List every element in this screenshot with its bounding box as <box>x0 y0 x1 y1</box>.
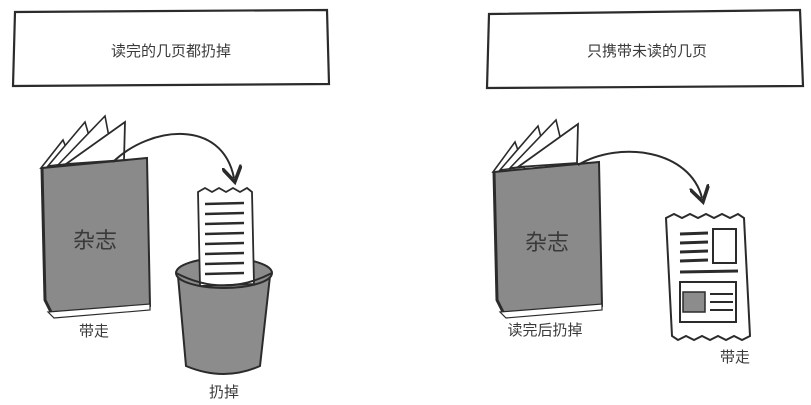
left-caption: 读完的几页都扔掉 <box>111 42 231 60</box>
right-magazine-label: 杂志 <box>525 231 569 256</box>
left-keep-label: 带走 <box>79 322 109 340</box>
right-caption-box <box>485 8 805 90</box>
right-panel: 只携带未读的几页 杂志 <box>485 8 805 366</box>
article-page-icon <box>664 212 752 342</box>
left-caption-box <box>11 8 331 88</box>
left-panel: 读完的几页都扔掉 杂志 <box>11 8 331 401</box>
left-magazine-label: 杂志 <box>73 229 117 254</box>
curved-arrow-icon <box>112 133 234 178</box>
curved-arrow-icon <box>577 150 702 198</box>
right-discard-label: 读完后扔掉 <box>507 321 582 339</box>
right-keep-label: 带走 <box>720 348 750 366</box>
right-caption: 只携带未读的几页 <box>587 42 707 60</box>
magazine-icon <box>39 114 152 319</box>
magazine-icon <box>491 118 604 319</box>
torn-page-icon <box>197 186 255 287</box>
left-discard-label: 扔掉 <box>209 383 239 401</box>
